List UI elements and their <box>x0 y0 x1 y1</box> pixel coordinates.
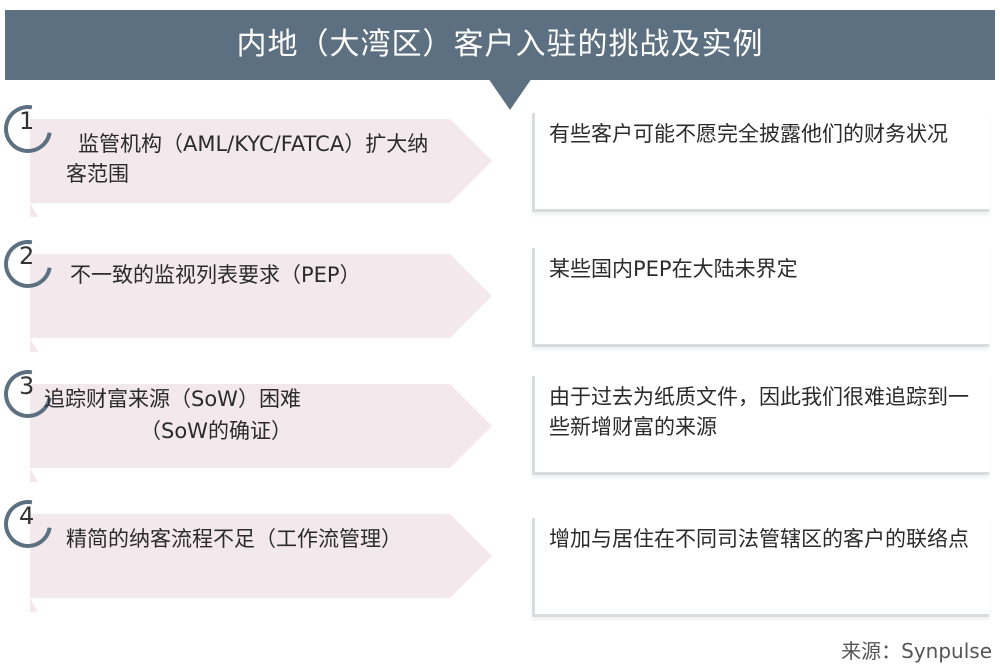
step-number: 4 <box>19 502 35 530</box>
challenge-row-1: 1 监管机构（AML/KYC/FATCA）扩大纳客范围 有些客户可能不愿完全披露… <box>0 95 1000 235</box>
step-number: 1 <box>19 107 35 135</box>
challenge-subtext: （SoW的确证） <box>140 419 292 443</box>
challenge-arrow-shape <box>30 254 492 352</box>
step-number: 3 <box>19 372 35 400</box>
challenge-text: 监管机构（AML/KYC/FATCA）扩大纳客范围 <box>66 132 429 186</box>
challenge-row-3: 3 追踪财富来源（SoW）困难 （SoW的确证） 由于过去为纸质文件，因此我们很… <box>0 360 1000 500</box>
challenge-row-2: 2 不一致的监视列表要求（PEP） 某些国内PEP在大陆未界定 <box>0 230 1000 370</box>
challenge-arrow-shape <box>30 119 492 217</box>
example-box: 某些国内PEP在大陆未界定 <box>532 248 989 347</box>
example-text: 增加与居住在不同司法管辖区的客户的联络点 <box>549 527 969 551</box>
challenge-text: 精简的纳客流程不足（工作流管理） <box>66 527 402 551</box>
source-credit: 来源：Synpulse <box>841 639 992 663</box>
challenge-text: 不一致的监视列表要求（PEP） <box>70 263 361 287</box>
example-text: 某些国内PEP在大陆未界定 <box>549 257 798 281</box>
step-number: 2 <box>19 242 35 270</box>
header-pointer <box>488 78 532 110</box>
header-banner: 内地（大湾区）客户入驻的挑战及实例 <box>5 10 995 80</box>
example-box: 增加与居住在不同司法管辖区的客户的联络点 <box>532 518 989 617</box>
example-box: 有些客户可能不愿完全披露他们的财务状况 <box>532 113 989 212</box>
challenge-arrow-shape <box>30 514 492 612</box>
challenge-text: 追踪财富来源（SoW）困难 <box>44 387 301 411</box>
example-box: 由于过去为纸质文件，因此我们很难追踪到一些新增财富的来源 <box>532 376 989 475</box>
example-text: 有些客户可能不愿完全披露他们的财务状况 <box>549 122 948 146</box>
example-text: 由于过去为纸质文件，因此我们很难追踪到一些新增财富的来源 <box>549 385 969 439</box>
page-title: 内地（大湾区）客户入驻的挑战及实例 <box>236 27 764 62</box>
challenge-row-4: 4 精简的纳客流程不足（工作流管理） 增加与居住在不同司法管辖区的客户的联络点 <box>0 490 1000 630</box>
challenge-arrow-shape <box>30 384 492 482</box>
